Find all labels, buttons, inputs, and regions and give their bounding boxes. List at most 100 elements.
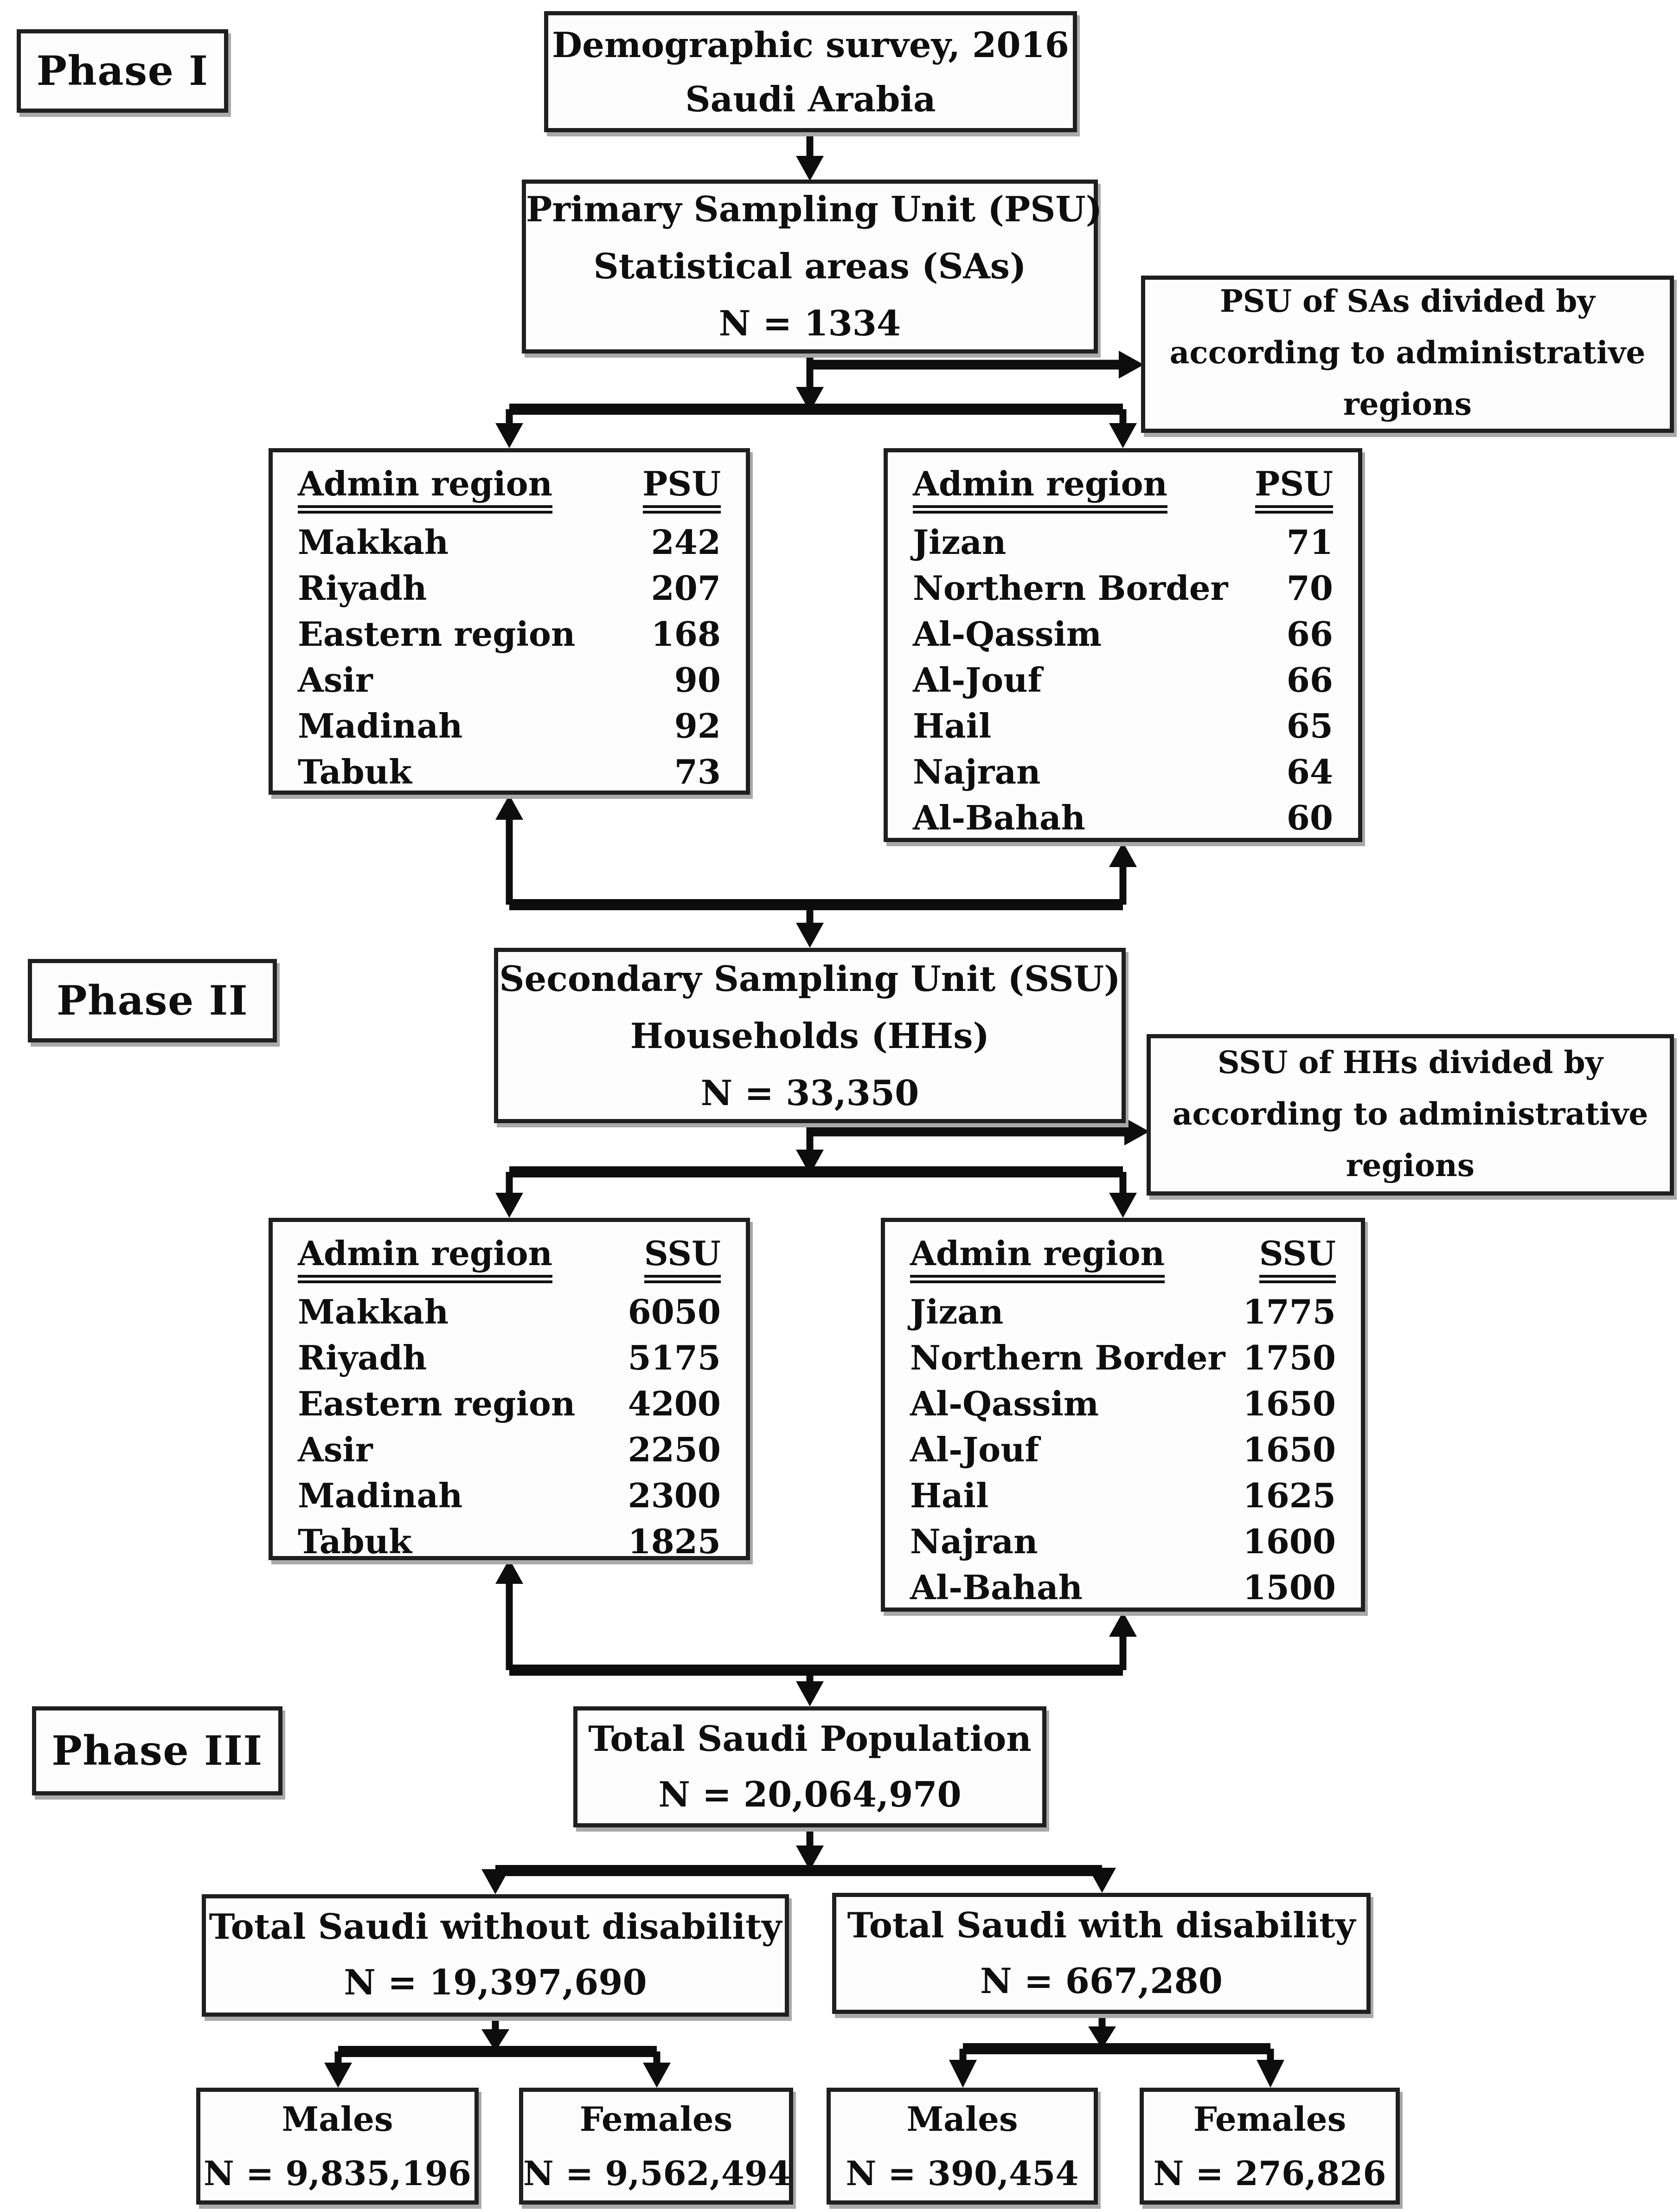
region-cell: Asir: [298, 1429, 373, 1470]
males-without-label: Males: [282, 2099, 393, 2139]
value-cell: 64: [1286, 752, 1333, 792]
ssu-note-box: SSU of HHs divided by according to admin…: [1147, 1034, 1674, 1196]
males-with-label: Males: [906, 2099, 1018, 2139]
value-cell: 1625: [1243, 1475, 1336, 1516]
table-row: Eastern region 4200: [298, 1381, 721, 1427]
region-cell: Jizan: [910, 1292, 1004, 1332]
value-cell: 66: [1286, 660, 1333, 700]
without-disability-line1: Total Saudi without disability: [209, 1907, 782, 1947]
table-row: Asir 2250: [298, 1427, 721, 1473]
value-header: PSU: [1255, 463, 1333, 514]
region-cell: Al-Qassim: [913, 614, 1102, 654]
region-cell: Al-Bahah: [910, 1567, 1083, 1608]
psu-line1: Primary Sampling Unit (PSU): [526, 189, 1103, 230]
survey-line1: Demographic survey, 2016: [552, 24, 1069, 65]
phase-iii-label-text: Phase III: [51, 1727, 263, 1775]
region-cell: Tabuk: [298, 1521, 412, 1562]
region-cell: Jizan: [913, 522, 1007, 562]
females-without-label: Females: [579, 2099, 733, 2139]
region-cell: Asir: [298, 660, 373, 700]
population-box: Total Saudi Population N = 20,064,970: [573, 1706, 1046, 1827]
population-line1: Total Saudi Population: [588, 1718, 1032, 1759]
psu-box: Primary Sampling Unit (PSU) Statistical …: [522, 180, 1103, 354]
phase-ii-label: Phase II: [28, 959, 277, 1042]
region-cell: Al-Qassim: [910, 1383, 1099, 1424]
region-cell: Al-Jouf: [910, 1429, 1039, 1470]
region-cell: Northern Border: [913, 568, 1228, 608]
ssu-line1: Secondary Sampling Unit (SSU): [499, 958, 1121, 999]
arrow-with-gender-split: [949, 2014, 1284, 2088]
value-cell: 92: [674, 706, 721, 746]
table-row: Makkah 242: [298, 519, 721, 565]
males-without-count: N = 9,835,196: [203, 2153, 472, 2193]
males-with-box: Males N = 390,454: [827, 2088, 1098, 2205]
table-header: Admin region PSU: [913, 463, 1333, 519]
without-disability-box: Total Saudi without disability N = 19,39…: [202, 1894, 789, 2017]
table-header: Admin region SSU: [910, 1233, 1336, 1289]
value-cell: 4200: [628, 1383, 721, 1424]
value-cell: 1750: [1243, 1337, 1336, 1378]
ssu-note-line1: SSU of HHs divided by: [1217, 1044, 1603, 1081]
psu-count: N = 1334: [718, 303, 901, 344]
with-disability-count: N = 667,280: [980, 1960, 1223, 2001]
ssu-box: Secondary Sampling Unit (SSU) Households…: [494, 948, 1126, 1123]
region-header: Admin region: [910, 1233, 1165, 1283]
region-cell: Eastern region: [298, 1383, 576, 1424]
region-cell: Madinah: [298, 1475, 463, 1516]
value-cell: 6050: [628, 1292, 721, 1332]
ssu-note-line3: regions: [1346, 1147, 1475, 1184]
with-disability-line1: Total Saudi with disability: [847, 1904, 1356, 1945]
region-cell: Al-Bahah: [913, 797, 1085, 838]
psu-note-line2: according to administrative: [1169, 335, 1646, 372]
males-with-count: N = 390,454: [846, 2153, 1079, 2193]
value-cell: 1650: [1243, 1429, 1336, 1470]
phase-ii-label-text: Phase II: [56, 977, 249, 1024]
psu-note-line3: regions: [1343, 387, 1472, 423]
population-count: N = 20,064,970: [658, 1774, 962, 1814]
table-row: Riyadh 207: [298, 565, 721, 611]
value-cell: 73: [674, 752, 721, 792]
table-row: Tabuk 73: [298, 749, 721, 795]
arrow-psu-split: [495, 351, 1144, 448]
psu-note-line1: PSU of SAs divided by: [1220, 284, 1595, 320]
region-cell: Hail: [913, 706, 992, 746]
females-with-count: N = 276,826: [1153, 2153, 1386, 2193]
males-without-box: Males N = 9,835,196: [196, 2088, 479, 2205]
females-with-label: Females: [1193, 2099, 1347, 2139]
value-cell: 242: [651, 522, 721, 562]
arrow-merge-phase2: [495, 1559, 1137, 1706]
table-header: Admin region SSU: [298, 1233, 721, 1289]
region-cell: Hail: [910, 1475, 989, 1516]
phase-iii-label: Phase III: [32, 1706, 282, 1795]
value-header: PSU: [642, 463, 721, 514]
arrow-population-split: [481, 1827, 1116, 1894]
arrow-without-gender-split: [324, 2017, 671, 2088]
region-cell: Tabuk: [298, 752, 412, 792]
ssu-line2: Households (HHs): [630, 1015, 990, 1056]
value-cell: 2250: [628, 1429, 721, 1470]
table-row: Hail 65: [913, 703, 1333, 749]
region-cell: Riyadh: [298, 568, 427, 608]
region-cell: Makkah: [298, 522, 449, 562]
value-cell: 71: [1286, 522, 1333, 562]
value-cell: 65: [1286, 706, 1333, 746]
value-cell: 207: [651, 568, 721, 608]
region-cell: Najran: [910, 1521, 1038, 1562]
value-cell: 90: [674, 660, 721, 700]
without-disability-count: N = 19,397,690: [344, 1962, 647, 2003]
ssu-count: N = 33,350: [700, 1072, 919, 1113]
survey-line2: Saudi Arabia: [685, 78, 936, 119]
region-header: Admin region: [298, 463, 552, 514]
